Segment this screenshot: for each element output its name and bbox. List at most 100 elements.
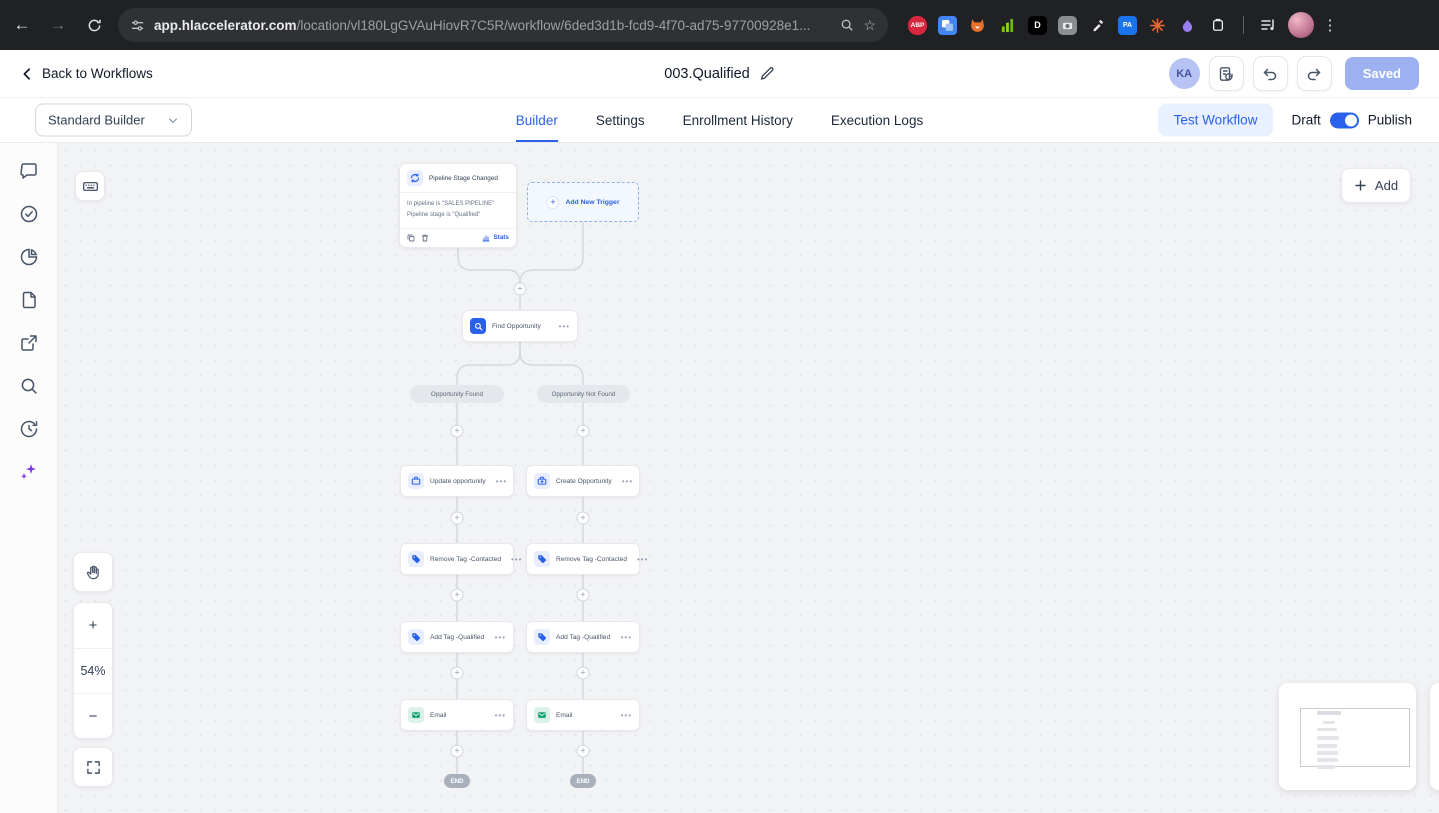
add-step-button[interactable]: + xyxy=(576,744,590,758)
eyedropper-extension-icon[interactable] xyxy=(1088,16,1107,35)
user-avatar[interactable]: KA xyxy=(1168,58,1200,89)
add-step-button[interactable]: + xyxy=(576,424,590,438)
zoom-page-icon[interactable] xyxy=(840,18,854,32)
email-icon xyxy=(534,707,550,723)
file-icon[interactable] xyxy=(19,290,39,310)
node-email[interactable]: Email ••• xyxy=(400,699,514,731)
camera-extension-icon[interactable] xyxy=(1058,15,1077,35)
fit-view-button[interactable] xyxy=(73,747,113,787)
minimap-node xyxy=(1317,728,1337,731)
search-icon[interactable] xyxy=(19,376,39,396)
keyboard-icon xyxy=(82,181,98,191)
url-bar[interactable]: app.hlaccelerator.com/location/vl180LgGV… xyxy=(118,8,888,42)
trigger-stats-link[interactable]: Stats xyxy=(482,234,509,242)
node-remove-tag-contacted[interactable]: Remove Tag -Contacted ••• xyxy=(400,543,521,575)
node-remove-tag-contacted[interactable]: Remove Tag -Contacted ••• xyxy=(526,543,647,575)
add-step-button[interactable]: + xyxy=(576,511,590,525)
minimap[interactable] xyxy=(1279,683,1416,790)
translate-extension-icon[interactable] xyxy=(938,15,957,35)
browser-profile-avatar[interactable] xyxy=(1288,12,1314,38)
adblock-extension-icon[interactable]: ABP xyxy=(908,15,927,35)
zoom-in-button[interactable]: + xyxy=(88,617,98,634)
starburst-extension-icon[interactable] xyxy=(1148,16,1167,35)
add-action-button[interactable]: Add xyxy=(1341,168,1411,203)
add-step-button[interactable]: + xyxy=(450,666,464,680)
undo-icon[interactable] xyxy=(1252,56,1288,91)
external-link-icon[interactable] xyxy=(19,333,39,353)
trigger-node-pipeline-stage-changed[interactable]: Pipeline Stage Changed In pipeline is "S… xyxy=(399,163,517,248)
node-add-tag-qualified[interactable]: Add Tag -Qualified ••• xyxy=(526,621,640,653)
opportunity-create-icon xyxy=(534,473,550,489)
browser-reload-icon[interactable] xyxy=(78,9,110,41)
node-email[interactable]: Email ••• xyxy=(526,699,640,731)
copy-icon[interactable] xyxy=(407,234,415,242)
builder-mode-select[interactable]: Standard Builder xyxy=(35,103,192,137)
history-icon[interactable] xyxy=(19,419,39,439)
node-menu-icon[interactable]: ••• xyxy=(494,632,506,642)
add-step-button[interactable]: + xyxy=(576,588,590,602)
tab-enrollment-history[interactable]: Enrollment History xyxy=(682,112,793,128)
redo-icon[interactable] xyxy=(1296,56,1332,91)
add-step-button[interactable]: + xyxy=(450,744,464,758)
pie-chart-icon[interactable] xyxy=(19,247,39,267)
edit-title-icon[interactable] xyxy=(760,66,775,81)
browser-back-icon[interactable]: ← xyxy=(13,15,31,34)
node-menu-icon[interactable]: ••• xyxy=(620,710,632,720)
keyboard-shortcuts-button[interactable] xyxy=(75,171,105,201)
check-circle-icon[interactable] xyxy=(19,204,39,224)
test-workflow-button[interactable]: Test Workflow xyxy=(1157,103,1274,137)
minimap-viewport xyxy=(1300,708,1410,767)
toggle-knob xyxy=(1344,114,1357,126)
add-step-button[interactable]: + xyxy=(513,282,527,296)
pan-tool-button[interactable] xyxy=(73,552,113,592)
workflow-canvas[interactable]: Add Pipeline Stage Changed In pipeline i… xyxy=(58,143,1439,813)
flame-extension-icon[interactable] xyxy=(1178,16,1197,35)
add-step-button[interactable]: + xyxy=(450,511,464,525)
plus-icon: + xyxy=(546,195,560,209)
browser-menu-icon[interactable]: ⋮ xyxy=(1322,17,1338,34)
pa-extension-icon[interactable]: PA xyxy=(1118,15,1137,35)
stats-extension-icon[interactable] xyxy=(998,16,1017,35)
trigger-title: Pipeline Stage Changed xyxy=(429,174,498,182)
node-menu-icon[interactable]: ••• xyxy=(636,554,649,564)
workflow-versions-icon[interactable] xyxy=(1208,56,1244,91)
tab-execution-logs[interactable]: Execution Logs xyxy=(830,112,924,128)
tab-settings[interactable]: Settings xyxy=(595,112,645,128)
add-step-button[interactable]: + xyxy=(450,424,464,438)
node-menu-icon[interactable]: ••• xyxy=(620,632,632,642)
back-to-workflows-link[interactable]: Back to Workflows xyxy=(20,66,153,81)
browser-forward-icon[interactable]: → xyxy=(49,15,67,34)
fox-extension-icon[interactable] xyxy=(968,16,987,35)
bookmark-star-icon[interactable]: ☆ xyxy=(863,16,876,33)
zoom-out-button[interactable]: − xyxy=(74,693,112,738)
node-menu-icon[interactable]: ••• xyxy=(495,476,508,486)
tab-builder[interactable]: Builder xyxy=(515,98,558,142)
node-update-opportunity[interactable]: Update opportunity ••• xyxy=(400,465,514,497)
node-menu-icon[interactable]: ••• xyxy=(558,321,570,331)
reading-list-icon[interactable] xyxy=(1252,9,1284,41)
ai-sparkles-icon[interactable] xyxy=(19,462,39,482)
node-find-opportunity[interactable]: Find Opportunity ••• xyxy=(462,310,578,342)
url-text: app.hlaccelerator.com/location/vl180LgGV… xyxy=(154,17,811,33)
find-opportunity-icon xyxy=(470,318,486,334)
minimap-node xyxy=(1317,751,1338,755)
add-step-button[interactable]: + xyxy=(576,666,590,680)
trigger-filter-pipeline: In pipeline is "SALES PIPELINE" xyxy=(407,201,495,207)
node-menu-icon[interactable]: ••• xyxy=(621,476,634,486)
delete-icon[interactable] xyxy=(421,234,429,242)
clipboard-extension-icon[interactable] xyxy=(1208,16,1227,35)
node-label: Remove Tag -Contacted xyxy=(430,555,501,563)
comments-icon[interactable] xyxy=(19,161,39,181)
node-create-opportunity[interactable]: Create Opportunity ••• xyxy=(526,465,640,497)
d-extension-icon[interactable]: D xyxy=(1028,15,1047,35)
saved-button[interactable]: Saved xyxy=(1344,57,1419,90)
add-step-button[interactable]: + xyxy=(450,588,464,602)
zoom-level: 54% xyxy=(74,648,112,693)
node-label: Remove Tag -Contacted xyxy=(556,555,627,563)
node-add-tag-qualified[interactable]: Add Tag -Qualified ••• xyxy=(400,621,514,653)
add-new-trigger-button[interactable]: + Add New Trigger xyxy=(527,182,639,222)
site-settings-icon[interactable] xyxy=(130,18,145,33)
node-menu-icon[interactable]: ••• xyxy=(510,554,523,564)
node-menu-icon[interactable]: ••• xyxy=(494,710,506,720)
publish-toggle[interactable] xyxy=(1329,112,1359,128)
